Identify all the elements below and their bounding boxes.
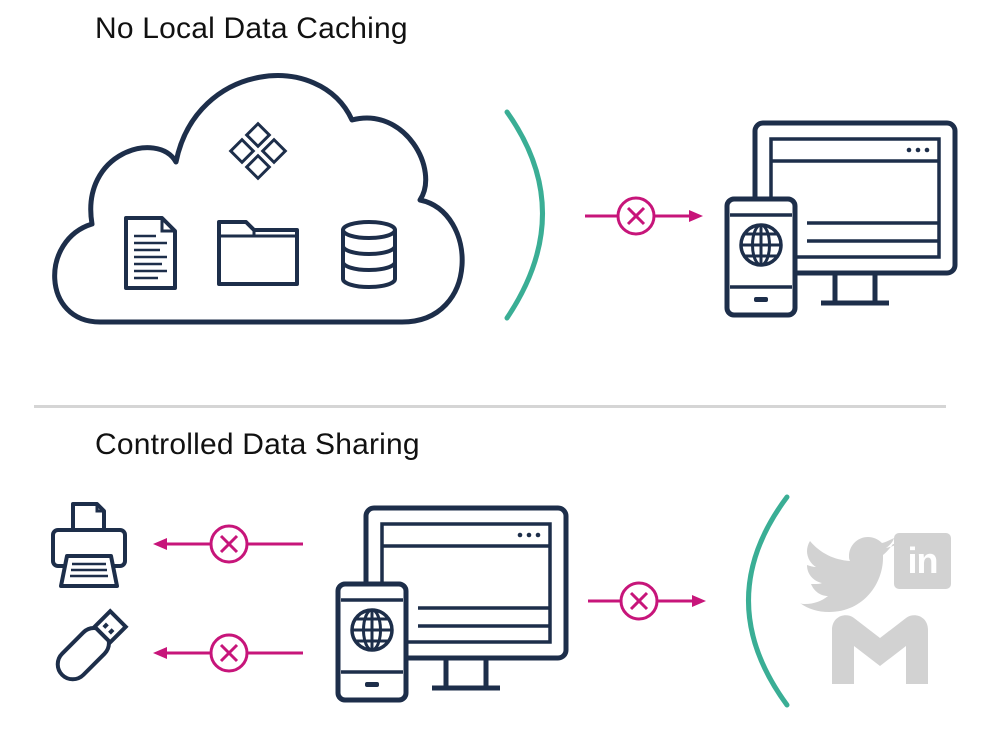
blocked-arrow-usb xyxy=(151,633,305,673)
section-title-sharing: Controlled Data Sharing xyxy=(95,428,420,461)
blocked-arrow-social xyxy=(586,581,708,621)
barrier-arc-top xyxy=(504,109,545,321)
section-divider xyxy=(34,405,946,408)
device-combo-top xyxy=(727,123,955,315)
database-icon xyxy=(341,220,397,289)
workspace-diamond-icon xyxy=(228,121,288,181)
barrier-arc-bottom xyxy=(746,494,790,708)
document-icon xyxy=(124,216,177,290)
usb-drive-icon xyxy=(55,608,129,682)
device-combo-bottom xyxy=(338,508,566,700)
folder-icon xyxy=(217,220,299,286)
blocked-arrow-printer xyxy=(151,524,305,564)
twitter-icon xyxy=(800,537,898,612)
printer-icon xyxy=(51,502,127,588)
blocked-arrow-icon xyxy=(583,196,705,236)
linkedin-icon xyxy=(894,533,951,589)
gmail-icon xyxy=(832,615,928,684)
linkedin-label: in xyxy=(907,540,939,581)
section-title-caching: No Local Data Caching xyxy=(95,12,408,45)
